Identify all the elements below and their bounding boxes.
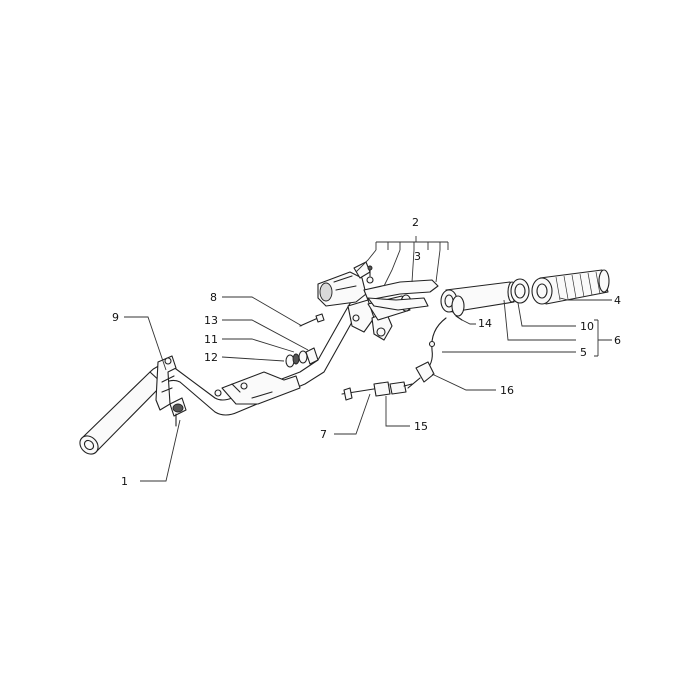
- washer-part-10: [510, 278, 530, 304]
- leader-lines: [124, 236, 612, 482]
- label-2: 2: [412, 216, 419, 229]
- brake-lever: [363, 265, 439, 311]
- right-grip: [531, 269, 610, 305]
- screw-part-1: [169, 397, 187, 427]
- handlebar-tube: [79, 299, 361, 455]
- label-5: 5: [580, 346, 587, 359]
- label-16: 16: [500, 384, 514, 397]
- screw-part-8: [299, 313, 325, 327]
- label-10: 10: [580, 320, 594, 333]
- label-8: 8: [210, 291, 217, 304]
- label-13: 13: [204, 314, 218, 327]
- label-11: 11: [204, 333, 218, 346]
- label-7: 7: [320, 428, 327, 441]
- label-12: 12: [204, 351, 218, 364]
- label-15: 15: [414, 420, 428, 433]
- throttle-tube: [440, 281, 517, 321]
- label-9: 9: [112, 311, 119, 324]
- label-6: 6: [614, 334, 621, 347]
- label-4: 4: [614, 294, 621, 307]
- nuts-washers: [285, 347, 319, 368]
- label-14: 14: [478, 317, 492, 330]
- cable-adjuster: [341, 381, 413, 401]
- callout-labels: 1 2 3 4 5 6 7 8 9 10 11 12 13 14 15 16: [112, 216, 621, 488]
- label-1: 1: [121, 475, 128, 488]
- label-3: 3: [414, 250, 421, 263]
- throttle-cable: [407, 317, 447, 389]
